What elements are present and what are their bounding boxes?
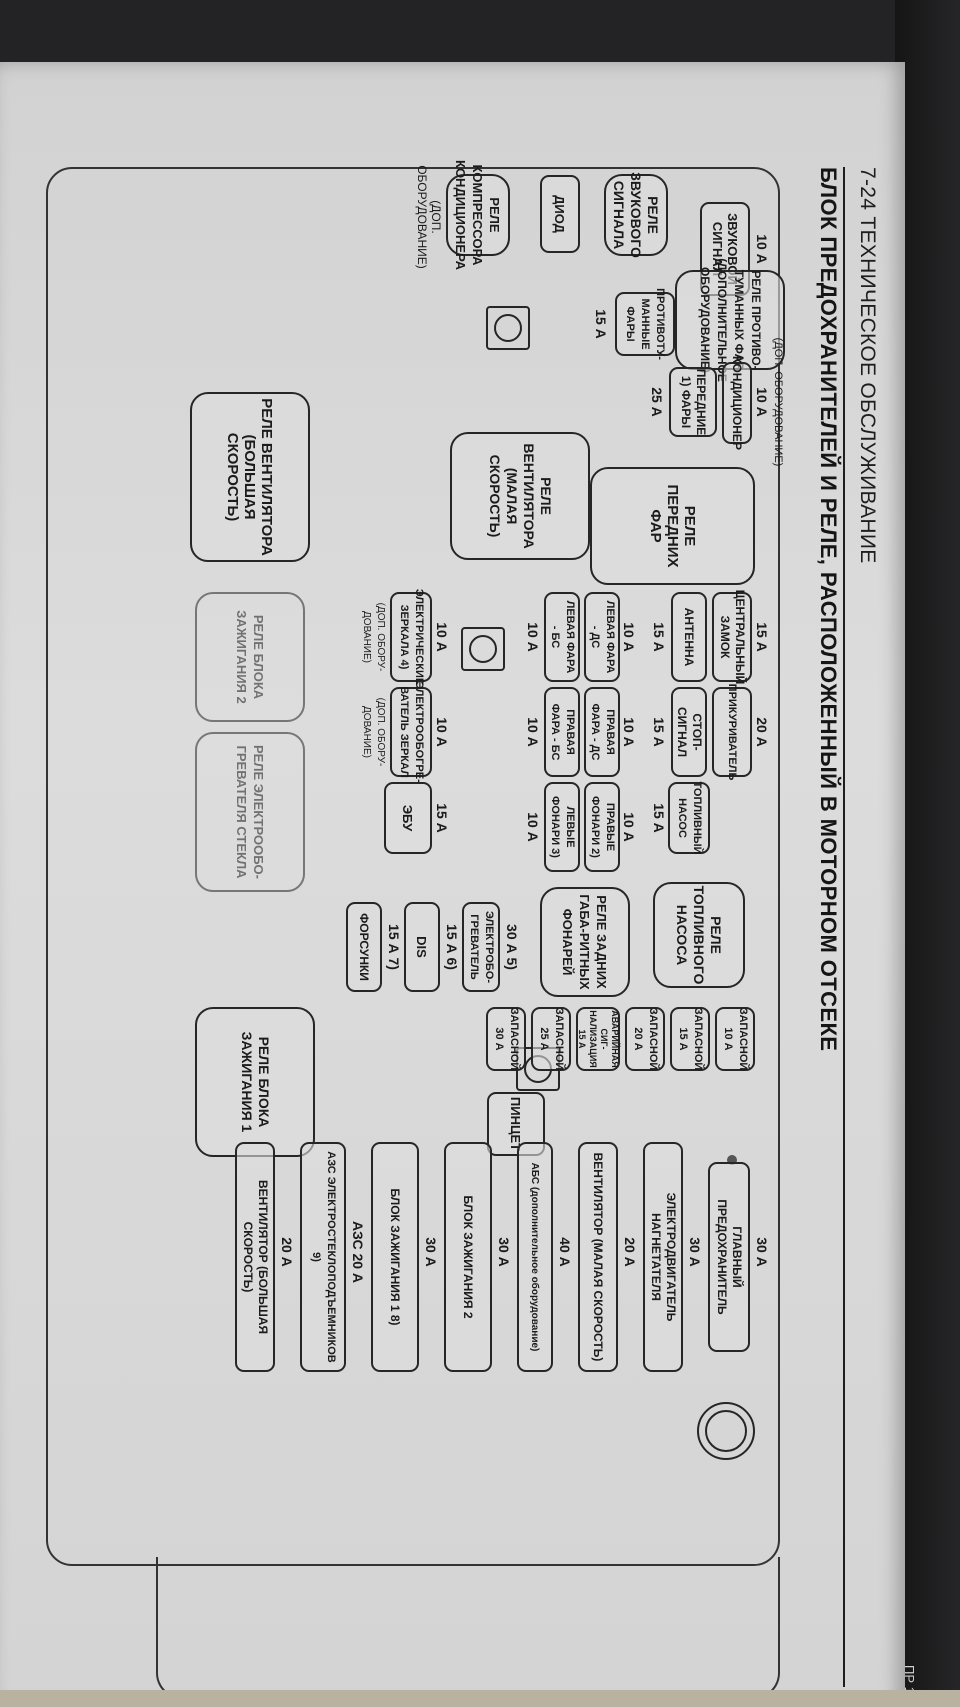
right-tail-fuse: ПРАВЫЕ ФОНАРИ 2) [584, 782, 620, 872]
mirrors-amp: 10 А [434, 622, 450, 652]
background-right [895, 0, 960, 1707]
ign1-amp: 30 А [423, 1237, 439, 1267]
ac-fuse: КОНДИЦИОНЕР [722, 356, 752, 450]
compressor-relay-note: (ДОП. ОБОРУДОВАНИЕ) [415, 165, 443, 269]
ecu-fuse: ЭБУ [384, 782, 432, 854]
heater-amp: 30 А 5) [504, 924, 520, 970]
mirror-heat-fuse: ЭЛЕКТРООБОГРЕ-ВАТЕЛЬ ЗЕРКАЛ [390, 681, 432, 783]
ign1-relay: РЕЛЕ БЛОКА ЗАЖИГАНИЯ 1 [195, 1007, 315, 1157]
stop-amp: 15 А [651, 717, 667, 747]
diode: ДИОД [540, 175, 580, 253]
left-low-fuse: ЛЕВАЯ ФАРА - БС [544, 592, 580, 682]
main-fuse-amp: 30 А [754, 1237, 770, 1267]
right-low-amp: 10 А [525, 717, 541, 747]
left-high-amp: 10 А [621, 622, 637, 652]
fan-low-relay: РЕЛЕ ВЕНТИЛЯТОРА (МАЛАЯ СКОРОСТЬ) [450, 432, 590, 560]
blower-amp: 30 А [687, 1237, 703, 1267]
header-text: 7-24 ТЕХНИЧЕСКОЕ ОБСЛУЖИВАНИЕ [856, 167, 879, 564]
ign1-fuse: БЛОК ЗАЖИГАНИЯ 1 8) [371, 1142, 419, 1372]
hazard-fuse: АВАРИЙНАЯ СИГ-НАЛИЗАЦИЯ 15 А [576, 1007, 620, 1071]
cigar-amp: 20 А [754, 717, 770, 747]
fuse-box-outline-notch [156, 1557, 780, 1699]
page-edge [0, 1690, 960, 1707]
fan-high-fuse: ВЕНТИЛЯТОР (БОЛЬШАЯ СКОРОСТЬ) [235, 1142, 275, 1372]
fuel-pump-relay: РЕЛЕ ТОПЛИВНОГО НАСОСА [653, 882, 745, 988]
cigar-fuse: ПРИКУРИВАТЕЛЬ [712, 684, 752, 780]
main-fuse: ГЛАВНЫЙ ПРЕДОХРАНИТЕЛЬ [708, 1162, 750, 1352]
fan-low-fuse: ВЕНТИЛЯТОР (МАЛАЯ СКОРОСТЬ) [578, 1142, 618, 1372]
stop-fuse: СТОП-СИГНАЛ [671, 687, 707, 777]
spare10-fuse: ЗАПАСНОЙ 10 А [715, 1007, 755, 1071]
abs-fuse: АБС (дополнительное оборудование) [517, 1142, 553, 1372]
rotated-diagram: 7-24 ТЕХНИЧЕСКОЕ ОБСЛУЖИВАНИЕ БЛОК ПРЕДО… [0, 62, 905, 1707]
fog-fuse-amp: 15 А [593, 309, 609, 339]
right-high-fuse: ПРАВАЯ ФАРА - ДС [584, 687, 620, 777]
ac-fuse-note: (ДОП. ОБОРУДОВАНИЕ) [772, 337, 784, 467]
spare25-fuse: ЗАПАСНОЙ 25 А [531, 1007, 571, 1071]
relay-socket-2 [461, 627, 505, 671]
ac-fuse-amp: 10 А [754, 387, 770, 417]
fan-low-amp: 20 А [622, 1237, 638, 1267]
fuel-pump-amp: 15 А [651, 803, 667, 833]
spare15-fuse: ЗАПАСНОЙ 15 А [670, 1007, 710, 1071]
ign2-relay: РЕЛЕ БЛОКА ЗАЖИГАНИЯ 2 [195, 592, 305, 722]
fan-high-relay: РЕЛЕ ВЕНТИЛЯТОРА (БОЛЬШАЯ СКОРОСТЬ) [190, 392, 310, 562]
central-lock-fuse: ЦЕНТРАЛЬНЫЙ ЗАМОК [712, 590, 752, 684]
headlights-fuse: ПЕРЕДНИЕ 1) ФАРЫ [669, 367, 717, 437]
right-low-fuse: ПРАВАЯ ФАРА - БС [544, 687, 580, 777]
relay-socket-1 [486, 306, 530, 350]
rear-heat-relay: РЕЛЕ ЭЛЕКТРООБО-ГРЕВАТЕЛЯ СТЕКЛА [195, 732, 305, 892]
cover-latch-circle [697, 1402, 755, 1460]
headlight-relay: РЕЛЕ ПЕРЕДНИХ ФАР [590, 467, 755, 585]
left-high-fuse: ЛЕВАЯ ФАРА - ДС [584, 592, 620, 682]
book-page: 7-24 ТЕХНИЧЕСКОЕ ОБСЛУЖИВАНИЕ БЛОК ПРЕДО… [0, 62, 905, 1707]
ign2-amp: 30 А [496, 1237, 512, 1267]
injectors-amp: 15 А 7) [386, 924, 402, 970]
windows-amp: АЗС 20 А [350, 1220, 366, 1284]
mirrors-note: (ДОП. ОБОРУ-ДОВАНИЕ) [361, 602, 386, 672]
horn-relay: РЕЛЕ ЗВУКОВОГО СИГНАЛА [604, 172, 668, 258]
left-low-amp: 10 А [525, 622, 541, 652]
spare20-fuse: ЗАПАСНОЙ 20 А [625, 1007, 665, 1071]
spare30-fuse: ЗАПАСНОЙ 30 А [486, 1007, 526, 1071]
page-header: 7-24 ТЕХНИЧЕСКОЕ ОБСЛУЖИВАНИЕ [843, 167, 893, 1687]
fan-high-amp: 20 А [279, 1237, 295, 1267]
antenna-amp: 15 А [651, 622, 667, 652]
page-title: БЛОК ПРЕДОХРАНИТЕЛЕЙ И РЕЛЕ, РАСПОЛОЖЕНН… [816, 167, 841, 1052]
right-high-amp: 10 А [621, 717, 637, 747]
windows-fuse: АЗС ЭЛЕКТРОСТЕКЛОПОДЪЕМНИКОВ 9) [300, 1142, 346, 1372]
heater-fuse: ЭЛЕКТРОБО-ГРЕВАТЕЛЬ [462, 902, 500, 992]
ign2-fuse: БЛОК ЗАЖИГАНИЯ 2 [444, 1142, 492, 1372]
dis-amp: 15 А 6) [444, 924, 460, 970]
left-tail-fuse: ЛЕВЫЕ ФОНАРИ 3) [544, 782, 580, 872]
mirror-heat-amp: 10 А [434, 717, 450, 747]
fuel-pump-fuse: ТОПЛИВНЫЙ НАСОС [668, 781, 710, 855]
right-tail-amp: 10 А [621, 812, 637, 842]
fog-relay: РЕЛЕ ПРОТИВО-ТУМАННЫХ ФАР (ДОПОЛНИТЕЛЬНО… [675, 258, 785, 382]
tail-relay: РЕЛЕ ЗАДНИХ ГАБА-РИТНЫХ ФОНАРЕЙ [540, 887, 630, 997]
mirror-heat-note: (ДОП. ОБОРУ-ДОВАНИЕ) [361, 697, 386, 767]
central-lock-amp: 15 А [754, 622, 770, 652]
compressor-relay: РЕЛЕ КОМПРЕССОРА КОНДИЦИОНЕРА [446, 160, 510, 270]
left-tail-amp: 10 А [525, 812, 541, 842]
mirrors-fuse: ЭЛЕКТРИЧЕСКИЕ ЗЕРКАЛА 4) [390, 589, 432, 685]
dis-fuse: DIS [404, 902, 440, 992]
headlights-fuse-amp: 25 А [649, 387, 665, 417]
background-top [0, 0, 960, 70]
fog-fuse: ПРОТИВОТУ-МАННЫЕ ФАРЫ [615, 288, 675, 360]
blower-fuse: ЭЛЕКТРОДВИГАТЕЛЬ НАГНЕТАТЕЛЯ [643, 1142, 683, 1372]
abs-amp: 40 А [557, 1237, 573, 1267]
injectors-fuse: ФОРСУНКИ [346, 902, 382, 992]
antenna-fuse: АНТЕННА [671, 592, 707, 682]
ecu-amp: 15 А [434, 803, 450, 833]
